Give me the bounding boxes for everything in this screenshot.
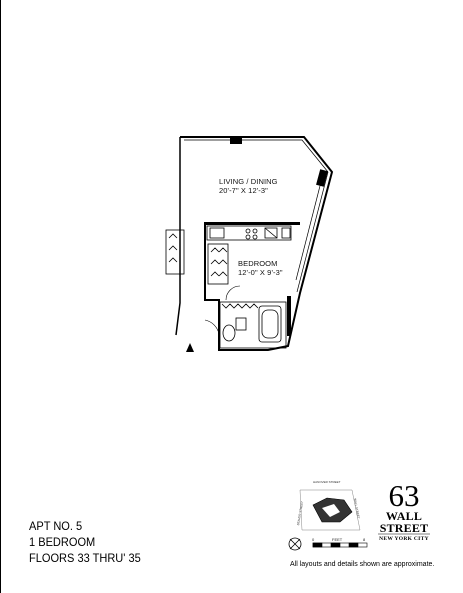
building-logo: 63 WALL STREET NEW YORK CITY bbox=[374, 478, 434, 543]
brand-street-line2: STREET bbox=[379, 521, 429, 535]
brand-number: 63 bbox=[388, 478, 420, 513]
living-dining-dims: 20'-7" X 12'-3" bbox=[219, 186, 268, 195]
bedroom-name: BEDROOM bbox=[238, 259, 278, 268]
apartment-number: APT NO. 5 bbox=[29, 519, 83, 533]
brand-city: NEW YORK CITY bbox=[379, 536, 429, 542]
key-plan-street-top: HANOVER STREET bbox=[313, 480, 341, 484]
apartment-info: APT NO. 5 1 BEDROOM FLOORS 33 THRU' 35 bbox=[29, 518, 141, 566]
scale-unit: FEET bbox=[332, 537, 343, 542]
entry-arrow-icon bbox=[186, 343, 194, 352]
apartment-floors: FLOORS 33 THRU' 35 bbox=[29, 551, 141, 565]
key-plan bbox=[299, 489, 361, 531]
wall-fills bbox=[205, 136, 328, 336]
windows bbox=[184, 139, 329, 293]
living-dining-label: LIVING / DINING 20'-7" X 12'-3" bbox=[219, 177, 278, 195]
bathroom bbox=[219, 301, 287, 349]
disclaimer: All layouts and details shown are approx… bbox=[290, 561, 435, 568]
bedroom-label: BEDROOM 12'-0" X 9'-3" bbox=[238, 259, 283, 277]
compass-icon bbox=[288, 537, 302, 551]
brand-street-line1: WALL bbox=[385, 509, 423, 523]
bedroom-dims: 12'-0" X 9'-3" bbox=[238, 268, 283, 277]
scale-end: 8 bbox=[363, 537, 366, 542]
page-edge-line bbox=[0, 0, 1, 593]
apartment-type: 1 BEDROOM bbox=[29, 535, 96, 549]
kitchen-counter bbox=[206, 225, 292, 241]
closets bbox=[165, 229, 229, 285]
scale-start: 0 bbox=[312, 537, 315, 542]
exterior-walls bbox=[175, 136, 334, 351]
door-swings bbox=[204, 285, 241, 335]
scale-bar bbox=[312, 542, 368, 548]
living-dining-name: LIVING / DINING bbox=[219, 177, 278, 186]
